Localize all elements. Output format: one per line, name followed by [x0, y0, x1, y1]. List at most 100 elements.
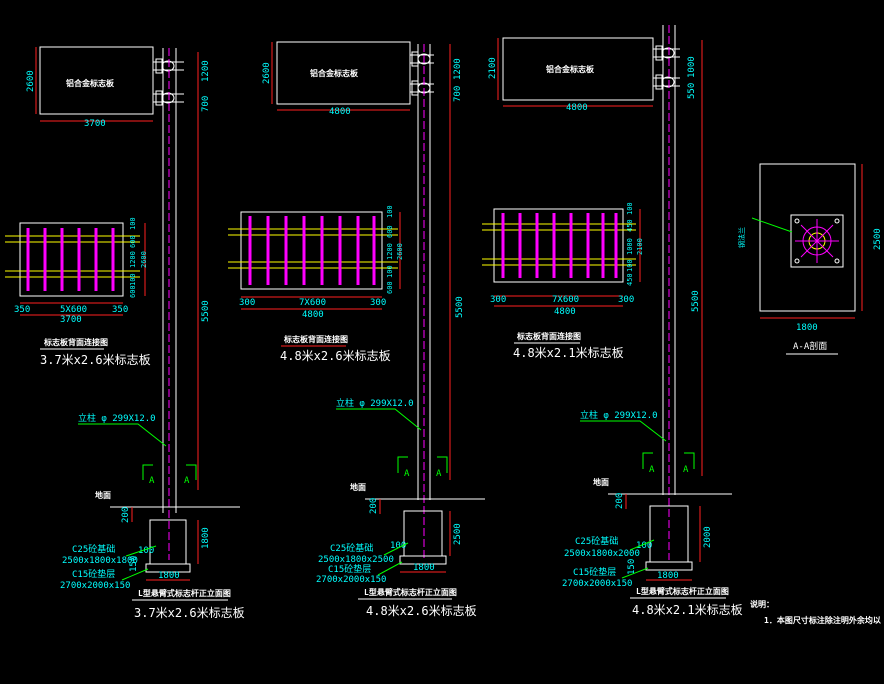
d2-c15: C15砼垫层	[328, 563, 371, 575]
drawing-3: 铝合金标志板 2100 4800 1000 550 5500	[482, 25, 743, 617]
d1-section-mark-right-line	[186, 464, 197, 480]
d2-c25: C25砼基础	[330, 542, 373, 554]
d2-dim-col: 5500	[455, 296, 465, 318]
drawing-1: 铝合金标志板 2600 3700 1200 700 5500	[5, 46, 245, 620]
d1-frame-dim-3: 2600	[140, 251, 148, 268]
d1-frame-dim-1: 600	[129, 235, 137, 248]
d3-pole-note-leader	[580, 420, 667, 442]
d2-c15-size: 2700x2000x150	[316, 575, 386, 585]
d3-dim-col: 5500	[691, 290, 701, 312]
d3-frame-bottom-1: 7X600	[552, 295, 579, 305]
d2-dim-200: 200	[369, 498, 379, 514]
d2-frame-bottom-2: 300	[370, 298, 386, 308]
d3-dim-top: 1000	[687, 56, 697, 78]
d1-panel-label: 铝合金标志板	[66, 78, 115, 88]
section-dim-w: 1800	[796, 323, 818, 333]
section-note: 钢法兰	[737, 227, 746, 248]
d3-c15-leader	[621, 567, 649, 579]
d2-ground: 地面	[350, 482, 366, 492]
d1-ground: 地面	[95, 490, 111, 500]
d1-dim-100: 100	[138, 546, 154, 556]
d2-frame-dim-2: 1200	[386, 243, 394, 260]
d2-dim-panel-h: 2600	[262, 62, 272, 84]
d1-c25-size: 2500x1800x1800	[62, 556, 138, 566]
d1-dim-col: 5500	[201, 300, 211, 322]
d3-dim-2000v: 2000	[703, 526, 713, 548]
d2-pole-note-leader	[336, 408, 422, 431]
d3-bracket-top	[653, 45, 680, 61]
d2-dim-panel-w: 4800	[329, 107, 351, 117]
d3-bracket-bottom	[653, 74, 680, 90]
d2-panel-label: 铝合金标志板	[310, 68, 359, 78]
d1-dim-panel-h: 2600	[26, 70, 36, 92]
d2-foundation	[403, 510, 443, 557]
d1-dim-150: 150	[129, 556, 139, 572]
d2-frame-ribs	[248, 216, 376, 285]
d2-frame-total: 4800	[302, 310, 324, 320]
d2-sign-panel	[276, 41, 411, 105]
d3-dim-mid: 550	[687, 83, 697, 99]
d1-frame-caption: 标志板背面连接图	[43, 337, 108, 347]
d2-frame-dim-3: 2600	[396, 243, 404, 260]
d2-back-frame	[240, 211, 383, 290]
d1-c15: C15砼垫层	[72, 568, 115, 580]
d3-ground: 地面	[593, 477, 609, 487]
d3-section-mark-right: A	[683, 465, 689, 475]
section-dim-h: 2500	[873, 228, 883, 250]
d3-frame-dim-5: 450	[626, 273, 634, 286]
d1-section-mark-right: A	[184, 476, 190, 486]
d3-dim-panel-w: 4800	[566, 103, 588, 113]
d3-pad	[645, 561, 693, 571]
d3-frame-bars	[482, 223, 636, 266]
d3-frame-size: 4.8米x2.1米标志板	[513, 346, 624, 360]
d2-frame-dim-0: 100	[386, 205, 394, 218]
d1-frame-bottom-1: 5X600	[60, 305, 87, 315]
drawing-2: 铝合金标志板 2600 4800 1200 700 5500	[228, 41, 485, 618]
d2-frame-bars	[228, 228, 398, 269]
d1-frame-ribs	[26, 228, 115, 291]
d1-dim-panel-w: 3700	[84, 119, 106, 129]
d3-frame-dim-0: 100	[626, 202, 634, 215]
d3-dim-200: 200	[615, 493, 625, 509]
notes-title: 说明：	[750, 599, 774, 609]
section-flange	[790, 214, 844, 268]
d1-frame-size: 3.7米x2.6米标志板	[40, 353, 151, 367]
d2-c25-size: 2500x1800x2500	[318, 555, 394, 565]
d3-frame-total: 4800	[554, 307, 576, 317]
d1-section-mark-left: A	[149, 476, 155, 486]
d3-frame-bottom-0: 300	[490, 295, 506, 305]
d3-size: 4.8米x2.1米标志板	[632, 603, 743, 617]
d3-frame-ribs	[501, 213, 618, 278]
d1-dim-200: 200	[121, 507, 131, 523]
d1-pole-note: 立柱 φ 299X12.0	[78, 412, 156, 424]
d3-panel-label: 铝合金标志板	[546, 64, 595, 74]
section-a-a: 钢法兰 2500 1800 A-A剖面	[737, 163, 883, 355]
section-label: A-A剖面	[793, 340, 827, 352]
d3-frame-dim-1: 450	[626, 219, 634, 232]
d3-frame-dim-4: 100	[626, 259, 634, 272]
d3-frame-caption: 标志板背面连接图	[516, 331, 581, 341]
d2-c25-leader	[383, 542, 409, 556]
section-flange-detail	[794, 218, 840, 264]
d1-c25-leader	[125, 545, 157, 557]
d2-caption: L型悬臂式标志杆正立面图	[364, 587, 457, 597]
d2-dim-100: 100	[390, 541, 406, 551]
d3-c25: C25砼基础	[575, 535, 618, 547]
d1-section-mark-left-line	[142, 464, 153, 480]
d1-sign-panel	[39, 46, 154, 115]
d3-c15: C15砼垫层	[573, 566, 616, 578]
d1-frame-bottom-0: 350	[14, 305, 30, 315]
d3-dim-panel-h: 2100	[488, 57, 498, 79]
d1-back-frame	[19, 222, 124, 297]
section-note-leader	[751, 217, 793, 233]
d1-dim-1800: 1800	[158, 571, 180, 581]
d3-caption: L型悬臂式标志杆正立面图	[636, 586, 729, 596]
d1-frame-bars	[5, 235, 140, 278]
d1-c15-size: 2700x2000x150	[60, 581, 130, 591]
section-base-plate	[759, 163, 856, 312]
d2-frame-dim-4: 100	[386, 265, 394, 278]
d3-dim-100: 100	[636, 541, 652, 551]
d3-dim-1800: 1800	[657, 571, 679, 581]
d3-c25-leader	[629, 539, 655, 551]
